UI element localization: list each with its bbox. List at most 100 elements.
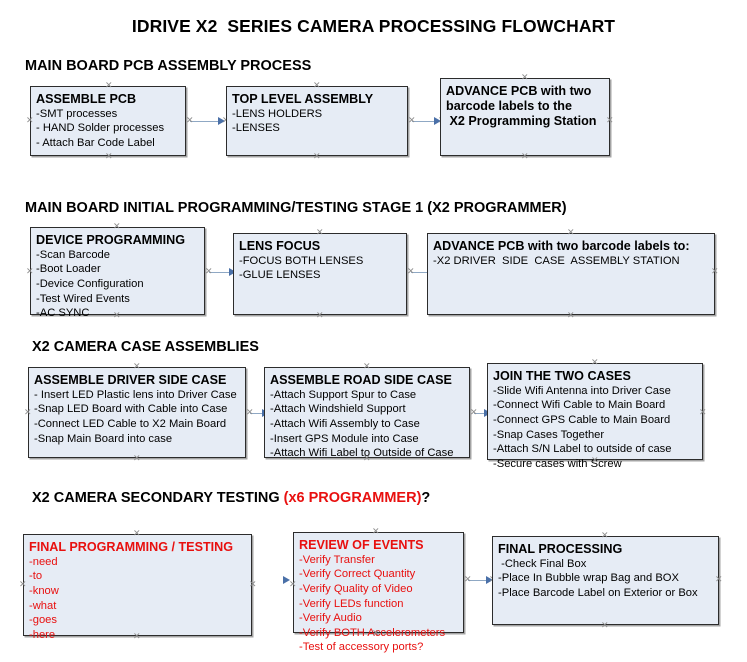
handle-x-icon[interactable]: ✕ [408, 115, 416, 125]
node-line: -Snap Main Board into case [34, 432, 173, 445]
handle-x-icon[interactable]: ✕ [601, 530, 609, 540]
node-lens-focus[interactable]: LENS FOCUS -FOCUS BOTH LENSES -GLUE LENS… [233, 233, 407, 315]
handle-x-icon[interactable]: ✕ [699, 407, 707, 417]
handle-x-icon[interactable]: ✕ [113, 310, 121, 320]
handle-x-icon[interactable]: ✕ [313, 80, 321, 90]
node-title: DEVICE PROGRAMMING [36, 233, 186, 247]
node-line: -need [29, 555, 58, 568]
handle-x-icon[interactable]: ✕ [19, 579, 27, 589]
handle-x-icon[interactable]: ✕ [246, 407, 254, 417]
connector-line [412, 121, 438, 122]
handle-x-icon[interactable]: ✕ [521, 72, 529, 82]
node-top-level-assembly[interactable]: TOP LEVEL ASSEMBLY -LENS HOLDERS -LENSES [226, 86, 408, 156]
handle-x-icon[interactable]: ✕ [591, 357, 599, 367]
node-line: - Insert LED Plastic lens into Driver Ca… [34, 388, 237, 401]
node-line: -Secure cases with Screw [493, 457, 622, 470]
section-heading-4: X2 CAMERA SECONDARY TESTING (x6 PROGRAMM… [32, 490, 430, 506]
node-title: REVIEW OF EVENTS [299, 538, 424, 552]
handle-x-icon[interactable]: ✕ [133, 453, 141, 463]
handle-x-icon[interactable]: ✕ [464, 574, 472, 584]
node-line: -Insert GPS Module into Case [270, 432, 419, 445]
node-line: -Verify Transfer [299, 553, 375, 566]
node-line: -Place In Bubble wrap Bag and BOX [498, 572, 679, 585]
node-join-the-two-cases[interactable]: JOIN THE TWO CASES -Slide Wifi Antenna i… [487, 363, 703, 470]
handle-x-icon[interactable]: ✕ [222, 116, 230, 125]
node-line: -Place Barcode Label on Exterior or Box [498, 586, 698, 599]
node-line: -Attach Wifi Assembly to Case [270, 417, 420, 430]
node-line: -AC SYNC [36, 307, 90, 320]
handle-x-icon[interactable]: ✕ [133, 528, 141, 538]
handle-x-icon[interactable]: ✕ [407, 266, 415, 276]
node-line: -here [29, 628, 56, 641]
node-line: - HAND Solder processes [36, 122, 165, 135]
handle-x-icon[interactable]: ✕ [289, 579, 297, 589]
node-title: LENS FOCUS [239, 239, 321, 253]
handle-x-icon[interactable]: ✕ [567, 310, 575, 320]
connector-line [250, 413, 266, 414]
node-line: -GLUE LENSES [239, 269, 321, 282]
handle-x-icon[interactable]: ✕ [249, 579, 257, 589]
handle-x-icon[interactable]: ✕ [567, 227, 575, 237]
node-line: -Verify LEDs function [299, 597, 404, 610]
handle-x-icon[interactable]: ✕ [316, 310, 324, 320]
handle-x-icon[interactable]: ✕ [316, 227, 324, 237]
node-title: ASSEMBLE ROAD SIDE CASE [270, 373, 452, 387]
node-line: -Verify Correct Quantity [299, 568, 416, 581]
section-heading-3: X2 CAMERA CASE ASSEMBLIES [32, 339, 259, 355]
node-line: -LENSES [232, 122, 280, 135]
handle-x-icon[interactable]: ✕ [186, 115, 194, 125]
node-line: -what [29, 599, 57, 612]
handle-x-icon[interactable]: ✕ [24, 407, 32, 417]
handle-x-icon[interactable]: ✕ [363, 361, 371, 371]
handle-x-icon[interactable]: ✕ [363, 453, 371, 463]
handle-x-icon[interactable]: ✕ [715, 574, 723, 584]
node-review-of-events[interactable]: REVIEW OF EVENTS -Verify Transfer -Verif… [293, 532, 464, 653]
handle-x-icon[interactable]: ✕ [606, 115, 614, 125]
node-line: -Test Wired Events [36, 292, 130, 305]
handle-x-icon[interactable]: ✕ [711, 266, 719, 276]
node-line: -Connect LED Cable to X2 Main Board [34, 417, 227, 430]
node-assemble-pcb[interactable]: ASSEMBLE PCB -SMT processes - HAND Solde… [30, 86, 186, 156]
node-final-processing[interactable]: FINAL PROCESSING -Check Final Box -Place… [492, 536, 719, 625]
connector-arrow-icon [283, 576, 290, 584]
node-assemble-driver-side-case[interactable]: ASSEMBLE DRIVER SIDE CASE - Insert LED P… [28, 367, 246, 458]
handle-x-icon[interactable]: ✕ [372, 628, 380, 638]
node-title: TOP LEVEL ASSEMBLY [232, 92, 374, 106]
handle-x-icon[interactable]: ✕ [313, 151, 321, 161]
handle-x-icon[interactable]: ✕ [205, 266, 213, 276]
node-title: ASSEMBLE DRIVER SIDE CASE [34, 373, 227, 387]
node-line: -Device Configuration [36, 277, 144, 290]
handle-x-icon[interactable]: ✕ [521, 151, 529, 161]
handle-x-icon[interactable]: ✕ [372, 526, 380, 536]
node-line: -Connect Wifi Cable to Main Board [493, 399, 666, 412]
handle-x-icon[interactable]: ✕ [105, 80, 113, 90]
node-advance-pcb-driver-side-case[interactable]: ADVANCE PCB with two barcode labels to: … [427, 233, 715, 315]
handle-x-icon[interactable]: ✕ [26, 115, 34, 125]
handle-x-icon[interactable]: ✕ [105, 151, 113, 161]
node-line: -LENS HOLDERS [232, 107, 323, 120]
node-title: ADVANCE PCB with two barcode labels to: [433, 239, 690, 253]
connector-line [468, 580, 490, 581]
connector-line [190, 121, 220, 122]
section-heading-4-red: (x6 PROGRAMMER) [283, 490, 422, 506]
handle-x-icon[interactable]: ✕ [133, 361, 141, 371]
node-device-programming[interactable]: DEVICE PROGRAMMING -Scan Barcode -Boot L… [30, 227, 205, 319]
handle-x-icon[interactable]: ✕ [26, 266, 34, 276]
node-line: -Slide Wifi Antenna into Driver Case [493, 384, 671, 397]
handle-x-icon[interactable]: ✕ [601, 620, 609, 630]
node-line: -Snap Cases Together [493, 428, 605, 441]
connector-arrow-icon [229, 268, 236, 276]
connector-line [209, 272, 233, 273]
node-assemble-road-side-case[interactable]: ASSEMBLE ROAD SIDE CASE -Attach Support … [264, 367, 470, 459]
handle-x-icon[interactable]: ✕ [133, 631, 141, 641]
node-final-programming-testing[interactable]: FINAL PROGRAMMING / TESTING -need -to -k… [23, 534, 252, 641]
node-advance-pcb-programming-station[interactable]: ADVANCE PCB with two barcode labels to t… [440, 78, 610, 156]
node-line: -Verify Audio [299, 612, 362, 625]
node-title: JOIN THE TWO CASES [493, 369, 631, 383]
page-title: IDRIVE X2 SERIES CAMERA PROCESSING FLOWC… [131, 16, 616, 36]
handle-x-icon[interactable]: ✕ [591, 455, 599, 465]
handle-x-icon[interactable]: ✕ [113, 221, 121, 231]
node-line: -Verify Quality of Video [299, 582, 413, 595]
section-heading-1: MAIN BOARD PCB ASSEMBLY PROCESS [25, 58, 312, 74]
handle-x-icon[interactable]: ✕ [470, 407, 478, 417]
